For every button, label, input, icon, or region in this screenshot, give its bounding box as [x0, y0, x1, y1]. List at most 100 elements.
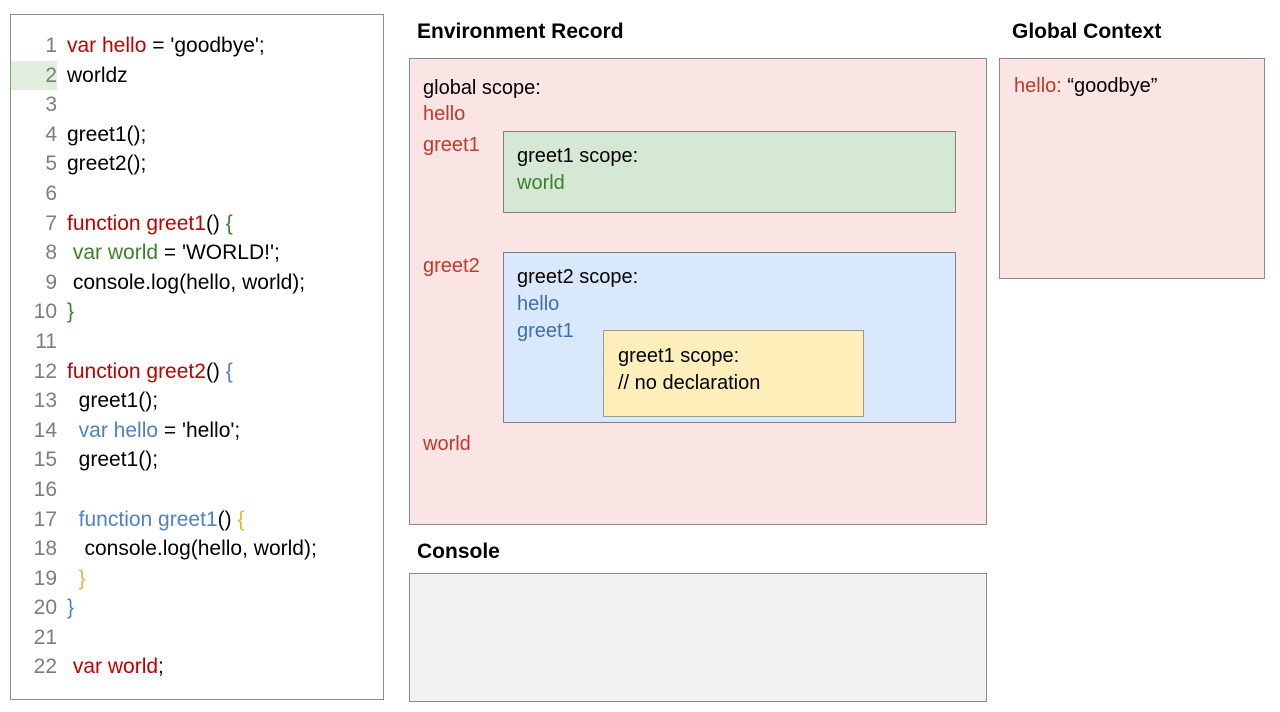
code-line-text: function greet1() { — [57, 209, 233, 239]
code-line[interactable]: 8 var world = 'WORLD!'; — [11, 238, 383, 268]
code-line[interactable]: 21 — [11, 623, 383, 653]
code-line[interactable]: 15 greet1(); — [11, 445, 383, 475]
code-token: { — [237, 507, 245, 531]
code-line-text: } — [57, 593, 74, 623]
line-number: 9 — [45, 270, 57, 294]
line-number: 13 — [33, 389, 57, 413]
code-token: function greet1 — [67, 211, 206, 235]
code-token: = 'WORLD!'; — [158, 241, 280, 265]
code-token: () — [217, 507, 238, 531]
code-token: () — [205, 359, 226, 383]
line-number: 1 — [45, 34, 57, 57]
code-line[interactable]: 20} — [11, 593, 383, 623]
line-number: 11 — [35, 329, 57, 353]
code-line-text: } — [57, 297, 74, 327]
global-context-box: hello: “goodbye” — [999, 58, 1265, 279]
code-token: } — [78, 566, 86, 590]
global-context-entry-key: hello: — [1014, 75, 1062, 97]
line-number: 20 — [33, 596, 57, 620]
code-line[interactable]: 9 console.log(hello, world); — [11, 268, 383, 298]
code-line-text: greet1(); — [57, 120, 146, 150]
code-line[interactable]: 16 — [11, 475, 383, 505]
greet2-scope-box: greet2 scope: hello greet1 greet1 scope:… — [503, 252, 956, 423]
line-number: 8 — [45, 241, 57, 265]
code-line-text: worldz — [57, 61, 128, 91]
code-line-text: console.log(hello, world); — [57, 534, 317, 564]
code-line-text: var hello = 'goodbye'; — [57, 31, 265, 61]
line-number: 7 — [45, 211, 57, 235]
console-heading: Console — [417, 540, 500, 563]
code-token: = 'hello'; — [158, 418, 241, 442]
code-token: console.log(hello, world); — [67, 537, 317, 561]
global-scope-box: global scope: hello greet1 greet2 world … — [409, 58, 987, 525]
code-line[interactable]: 18 console.log(hello, world); — [11, 534, 383, 564]
code-line-text: greet1(); — [57, 445, 158, 475]
greet2-binding-greet1: greet1 — [517, 320, 574, 342]
line-number: 17 — [33, 507, 57, 531]
code-token: var hello — [78, 418, 159, 442]
global-binding-greet1: greet1 — [423, 134, 480, 156]
code-line[interactable]: 3 — [11, 90, 383, 120]
greet1-nested-scope-label: greet1 scope: — [618, 345, 740, 367]
line-number: 4 — [45, 122, 57, 146]
code-token: var world — [72, 655, 159, 679]
code-token: greet1(); — [67, 122, 147, 146]
code-line[interactable]: 4 greet1(); — [11, 120, 383, 150]
code-token — [67, 419, 79, 442]
code-token: { — [225, 359, 233, 383]
global-context-entry: hello: “goodbye” — [1014, 75, 1157, 98]
code-token: function greet2 — [67, 359, 206, 383]
code-line-text: function greet1() { — [57, 505, 245, 535]
code-token: console.log(hello, world); — [67, 270, 306, 294]
code-line-text: var world; — [57, 652, 164, 682]
code-token: { — [225, 211, 233, 235]
code-token: } — [67, 596, 75, 620]
code-token: } — [67, 300, 75, 324]
code-line[interactable]: 14 var hello = 'hello'; — [11, 416, 383, 446]
code-line[interactable]: 6 — [11, 179, 383, 209]
greet2-scope-label: greet2 scope: — [517, 266, 639, 288]
code-line-text: var world = 'WORLD!'; — [57, 238, 280, 268]
line-number: 18 — [33, 537, 57, 561]
code-line-text: function greet2() { — [57, 357, 233, 387]
line-number: 16 — [33, 477, 57, 501]
code-token: () — [205, 211, 226, 235]
code-token: = 'goodbye'; — [146, 34, 265, 57]
code-line-text: } — [57, 564, 86, 594]
line-number: 21 — [33, 625, 57, 649]
code-line[interactable]: 17 function greet1() { — [11, 505, 383, 535]
environment-record-heading: Environment Record — [417, 20, 624, 43]
line-number: 15 — [33, 448, 57, 472]
code-line[interactable]: 10} — [11, 297, 383, 327]
code-token — [67, 567, 79, 590]
line-number: 2 — [11, 60, 57, 91]
line-number: 12 — [33, 359, 57, 383]
code-token: greet1(); — [67, 389, 159, 413]
greet1-binding-world: world — [517, 172, 565, 194]
global-binding-hello: hello — [423, 103, 466, 125]
code-token: greet2(); — [67, 152, 147, 176]
code-token: function greet1 — [78, 507, 218, 531]
code-line[interactable]: 13 greet1(); — [11, 386, 383, 416]
console-output-box[interactable] — [409, 573, 987, 702]
code-token: ; — [158, 655, 164, 679]
code-line[interactable]: 22 var world; — [11, 652, 383, 682]
code-line[interactable]: 11 — [11, 327, 383, 357]
greet1-nested-scope-note: // no declaration — [618, 372, 761, 394]
global-scope-label: global scope: — [423, 77, 541, 99]
code-line-text: var hello = 'hello'; — [57, 416, 241, 446]
line-number: 3 — [45, 93, 57, 117]
code-line-text: greet1(); — [57, 386, 158, 416]
code-line-text: greet2(); — [57, 149, 146, 179]
global-binding-greet2: greet2 — [423, 255, 480, 277]
code-line[interactable]: 19 } — [11, 564, 383, 594]
global-binding-world: world — [423, 433, 471, 455]
code-token: greet1(); — [67, 448, 159, 472]
